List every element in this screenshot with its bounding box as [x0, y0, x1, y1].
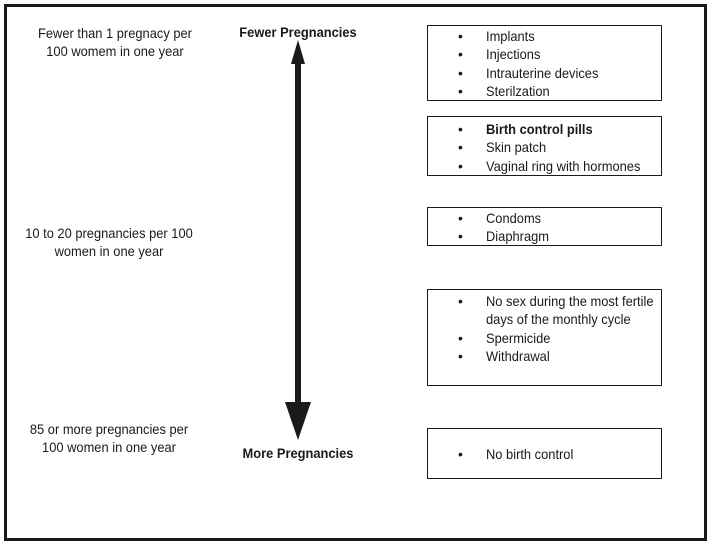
bullet-icon: • [458, 82, 463, 99]
diagram-frame [4, 4, 707, 541]
method-item: •Injections [458, 46, 541, 63]
method-group-2-box: •Birth control pills •Skin patch •Vagina… [427, 116, 662, 176]
double-headed-arrow-icon [285, 40, 311, 440]
bullet-icon: • [458, 121, 463, 137]
bullet-icon: • [458, 64, 463, 81]
method-item: •Vaginal ring with hormones [458, 157, 641, 174]
arrow-head-down [285, 402, 311, 440]
method-item: •Spermicide [458, 329, 551, 346]
rate-label-high-effectiveness: Fewer than 1 pregnacy per 100 womem in o… [38, 25, 192, 59]
bullet-icon: • [458, 329, 463, 346]
bullet-icon: • [458, 28, 463, 44]
method-item: •Diaphragm [458, 228, 550, 245]
method-item: •Intrauterine devices [458, 64, 599, 81]
method-group-4-box: •No sex during the most fertile days of … [427, 289, 662, 386]
axis-label-fewer-pregnancies: Fewer Pregnancies [239, 24, 357, 40]
bullet-icon: • [458, 139, 463, 156]
bullet-icon: • [458, 46, 463, 63]
bullet-icon: • [458, 293, 463, 309]
method-item: •No birth control [458, 446, 574, 462]
method-item: •No sex during the most fertile days of … [458, 293, 654, 328]
method-item: •Condoms [458, 210, 542, 226]
axis-label-more-pregnancies: More Pregnancies [242, 445, 354, 461]
bullet-icon: • [458, 228, 463, 245]
bullet-icon: • [458, 157, 463, 174]
bullet-icon: • [458, 446, 463, 462]
method-group-5-box: •No birth control [427, 428, 662, 479]
rate-label-mid-effectiveness: 10 to 20 pregnancies per 100 women in on… [25, 225, 193, 259]
arrow-head-up [291, 40, 305, 64]
rate-label-no-method: 85 or more pregnancies per 100 women in … [29, 421, 189, 455]
method-group-1-box: •Implants •Injections •Intrauterine devi… [427, 25, 662, 101]
method-group-3-box: •Condoms •Diaphragm [427, 207, 662, 246]
method-item: •Withdrawal [458, 347, 550, 364]
method-item: •Skin patch [458, 139, 547, 156]
bullet-icon: • [458, 210, 463, 226]
method-item: •Implants [458, 28, 535, 44]
method-item: •Birth control pills [458, 121, 593, 137]
method-item: •Sterilzation [458, 82, 550, 99]
bullet-icon: • [458, 347, 463, 364]
arrow-shaft [295, 60, 301, 408]
